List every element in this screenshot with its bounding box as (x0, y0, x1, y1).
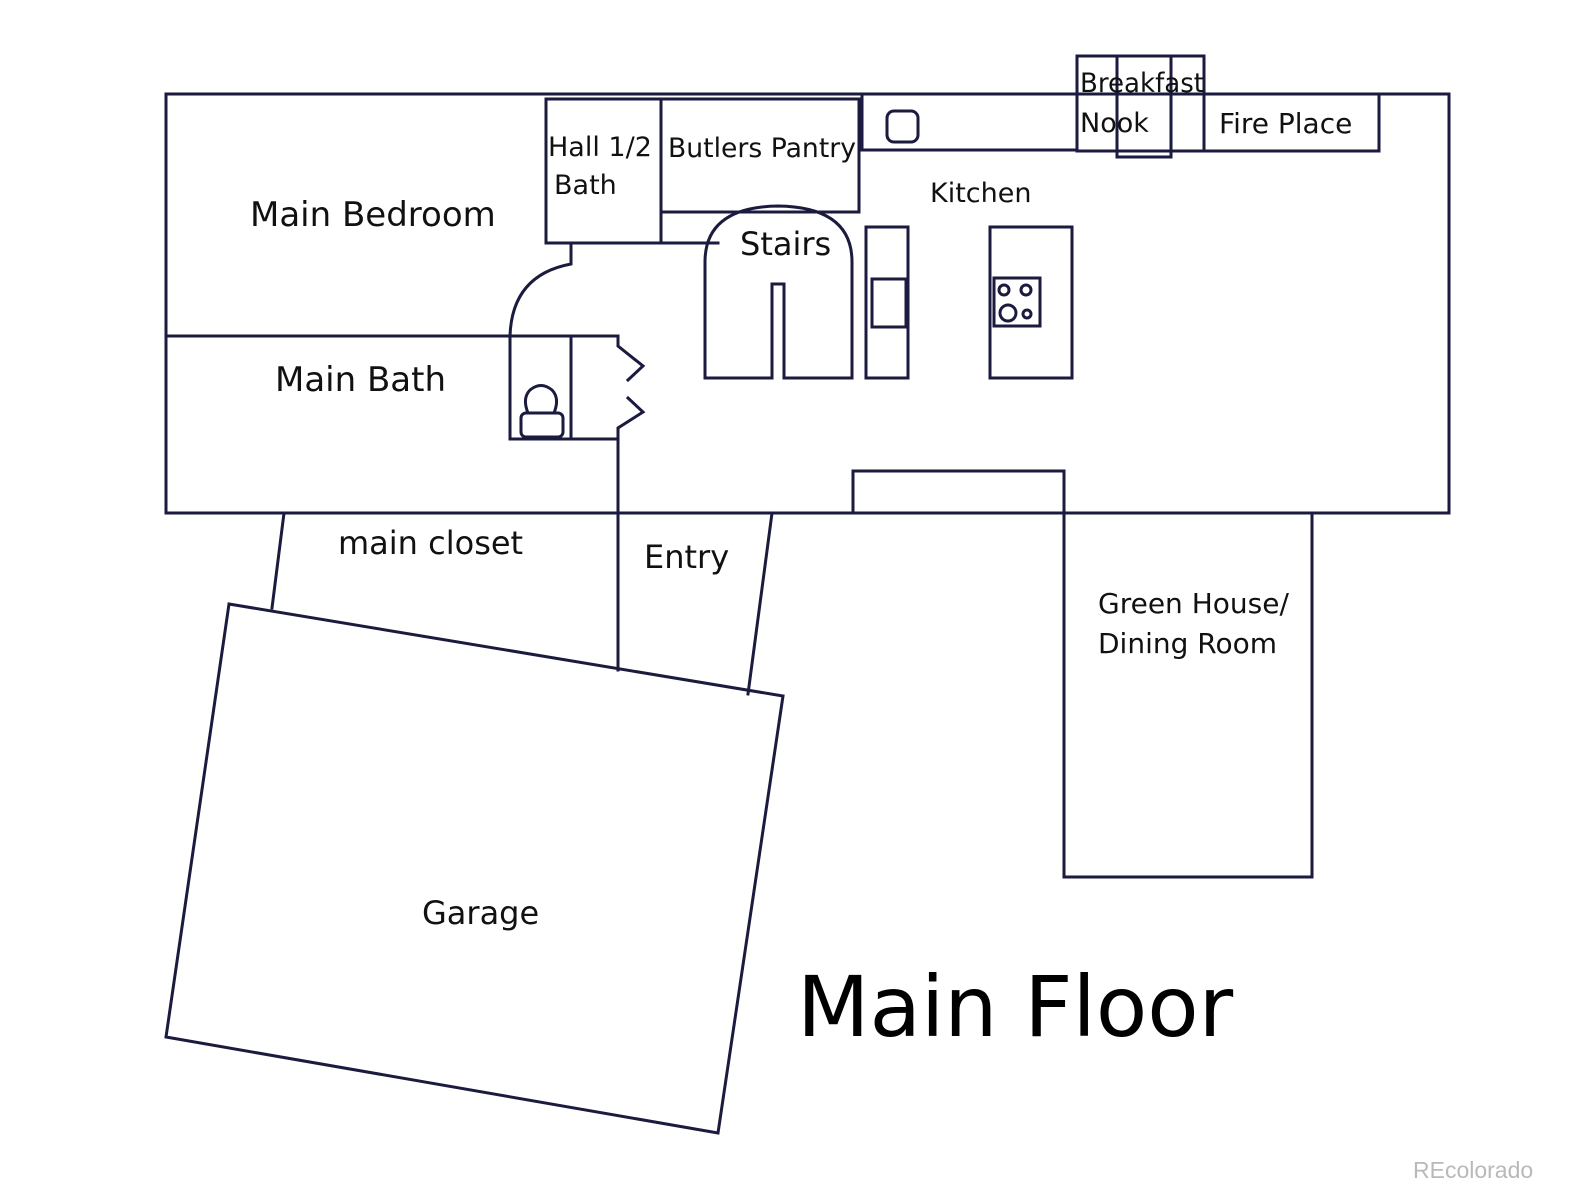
entry-right-wall (746, 511, 774, 696)
fire-place-walls (1202, 92, 1381, 153)
page-title: Main Floor (797, 958, 1234, 1056)
kitchen-label: Kitchen (930, 178, 1031, 209)
double-door-icon (616, 334, 646, 441)
watermark-logo: REcolorado (1413, 1157, 1533, 1183)
entry-label: Entry (644, 538, 729, 576)
hall-half-bath-label-line1: Hall 1/2 (548, 132, 652, 163)
fire-place-label: Fire Place (1219, 107, 1352, 140)
green-house-walls (1062, 511, 1314, 879)
stairs-outline (703, 204, 854, 380)
hall-curved-wall (508, 241, 573, 441)
toilet-icon (519, 384, 565, 439)
main-closet-left-wall (270, 511, 286, 610)
breakfast-nook-label-line2: Nook (1080, 108, 1149, 139)
hall-half-bath-label-line2: Bath (554, 170, 617, 201)
cooktop-icon (992, 276, 1042, 328)
breakfast-nook-inner (1115, 54, 1173, 159)
green-house-label-line2: Dining Room (1098, 627, 1277, 660)
sink-icon (864, 225, 910, 380)
main-bath-label: Main Bath (275, 360, 446, 400)
fridge-icon (885, 109, 920, 144)
kitchen-island (988, 225, 1074, 380)
garage-walls (164, 602, 785, 1135)
kitchen-bottom-counter (851, 469, 1066, 515)
stairs-label: Stairs (740, 225, 831, 263)
butlers-pantry-label: Butlers Pantry (668, 133, 856, 164)
main-floor-outline (164, 92, 1451, 515)
garage-label: Garage (422, 894, 539, 932)
green-house-label-line1: Green House/ (1098, 587, 1289, 620)
breakfast-nook-label-line1: Breakfast (1080, 68, 1204, 99)
main-closet-label: main closet (338, 524, 523, 562)
butlers-pantry-walls (659, 97, 861, 214)
main-bedroom-label: Main Bedroom (250, 195, 496, 235)
